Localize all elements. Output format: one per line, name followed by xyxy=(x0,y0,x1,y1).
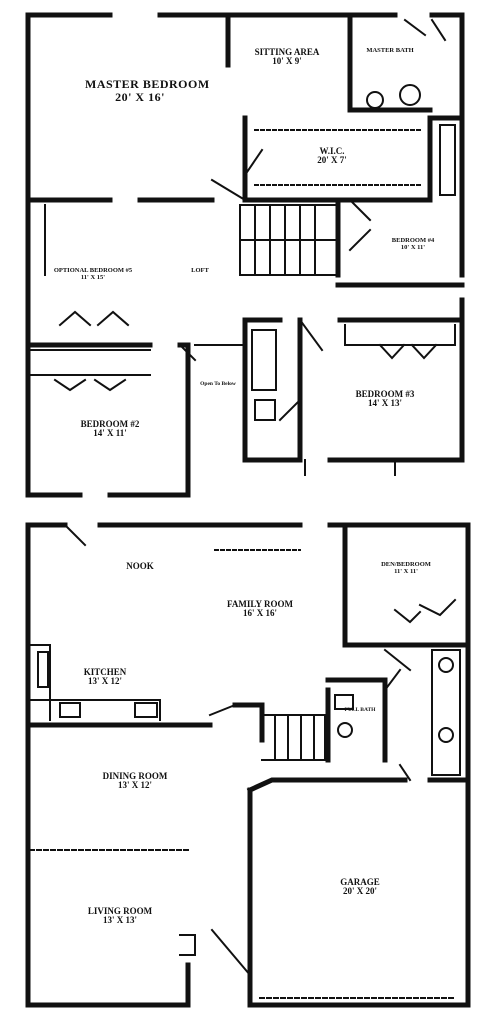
living-room-size: 13' X 13' xyxy=(102,915,137,926)
bedroom-3-size: 14' X 13' xyxy=(367,398,402,409)
sitting-area-label: SITTING AREA 10' X 9' xyxy=(232,47,342,67)
sitting-area-size: 10' X 9' xyxy=(272,56,302,67)
living-room-name: LIVING ROOM xyxy=(87,906,153,916)
upper-floor-details xyxy=(27,18,456,476)
optional-bedroom-5-label: OPTIONAL BEDROOM #5 11' X 15' xyxy=(48,267,138,282)
lower-floor-walls xyxy=(25,522,471,1008)
open-to-below-label: Open To Below xyxy=(198,381,238,388)
open-to-below-name: Open To Below xyxy=(200,381,236,387)
family-room-size: 16' X 16' xyxy=(242,608,277,619)
family-room-label: FAMILY ROOM 16' X 16' xyxy=(200,599,320,619)
garage-label: GARAGE 20' X 20' xyxy=(310,877,410,897)
kitchen-label: KITCHEN 13' X 12' xyxy=(60,667,150,687)
master-bath-label: MASTER BATH xyxy=(360,47,420,55)
bedroom-2-size: 14' X 11' xyxy=(93,428,127,439)
dining-room-name: DINING ROOM xyxy=(102,771,168,781)
loft-name: LOFT xyxy=(191,267,209,274)
kitchen-size: 13' X 12' xyxy=(87,676,122,687)
nook-label: NOOK xyxy=(110,561,170,571)
nook-name: NOOK xyxy=(126,561,154,571)
full-bath-name: FULL BATH xyxy=(344,707,376,713)
den-bedroom-size: 11' X 11' xyxy=(394,567,418,575)
loft-label: LOFT xyxy=(180,267,220,275)
bedroom-4-size: 10' X 11' xyxy=(400,243,426,251)
master-bedroom-size: 20' X 16' xyxy=(115,89,165,104)
master-bath-name: MASTER BATH xyxy=(366,47,414,54)
bedroom-3-name: BEDROOM #3 xyxy=(355,389,415,399)
wic-size: 20' X 7' xyxy=(317,155,347,166)
master-bedroom-name: MASTER BEDROOM xyxy=(85,77,210,91)
bedroom-4-label: BEDROOM #4 10' X 11' xyxy=(368,237,458,252)
lower-floor-details xyxy=(27,523,461,999)
optional-bedroom-5-size: 11' X 15' xyxy=(80,273,106,281)
living-room-label: LIVING ROOM 13' X 13' xyxy=(60,906,180,926)
bedroom-3-label: BEDROOM #3 14' X 13' xyxy=(330,389,440,409)
den-bedroom-name: DEN/BEDROOM xyxy=(381,561,431,568)
family-room-name: FAMILY ROOM xyxy=(227,599,293,609)
dining-room-label: DINING ROOM 13' X 12' xyxy=(75,771,195,791)
garage-size: 20' X 20' xyxy=(342,886,377,897)
bedroom-4-name: BEDROOM #4 xyxy=(391,237,435,244)
optional-bedroom-5-name: OPTIONAL BEDROOM #5 xyxy=(53,267,133,274)
bedroom-2-label: BEDROOM #2 14' X 11' xyxy=(55,419,165,439)
bedroom-2-name: BEDROOM #2 xyxy=(80,419,140,429)
den-bedroom-label: DEN/BEDROOM 11' X 11' xyxy=(350,561,462,576)
sitting-area-name: SITTING AREA xyxy=(254,47,320,57)
wic-label: W.I.C. 20' X 7' xyxy=(292,146,372,166)
garage-name: GARAGE xyxy=(340,877,380,887)
kitchen-name: KITCHEN xyxy=(83,667,127,677)
master-bedroom-label: MASTER BEDROOM 20' X 16' xyxy=(85,77,210,104)
full-bath-label: FULL BATH xyxy=(340,707,380,714)
dining-room-size: 13' X 12' xyxy=(117,780,152,791)
wic-name: W.I.C. xyxy=(319,146,345,156)
